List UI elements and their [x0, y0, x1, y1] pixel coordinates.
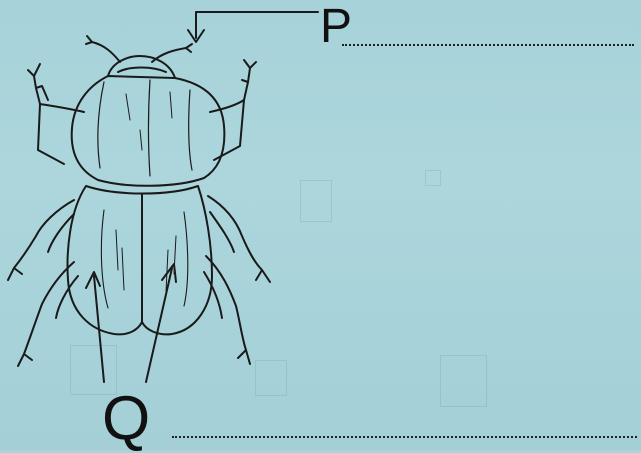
- beetle-elytra: [68, 186, 212, 334]
- pointer-q-right-line: [146, 268, 172, 382]
- label-q: Q: [102, 388, 150, 450]
- pointer-q-left-line: [94, 276, 104, 382]
- pointer-q-left-arrowhead: [86, 272, 100, 288]
- answer-line-p[interactable]: [342, 44, 634, 46]
- answer-line-q[interactable]: [172, 436, 637, 438]
- pointer-p-line: [196, 12, 318, 38]
